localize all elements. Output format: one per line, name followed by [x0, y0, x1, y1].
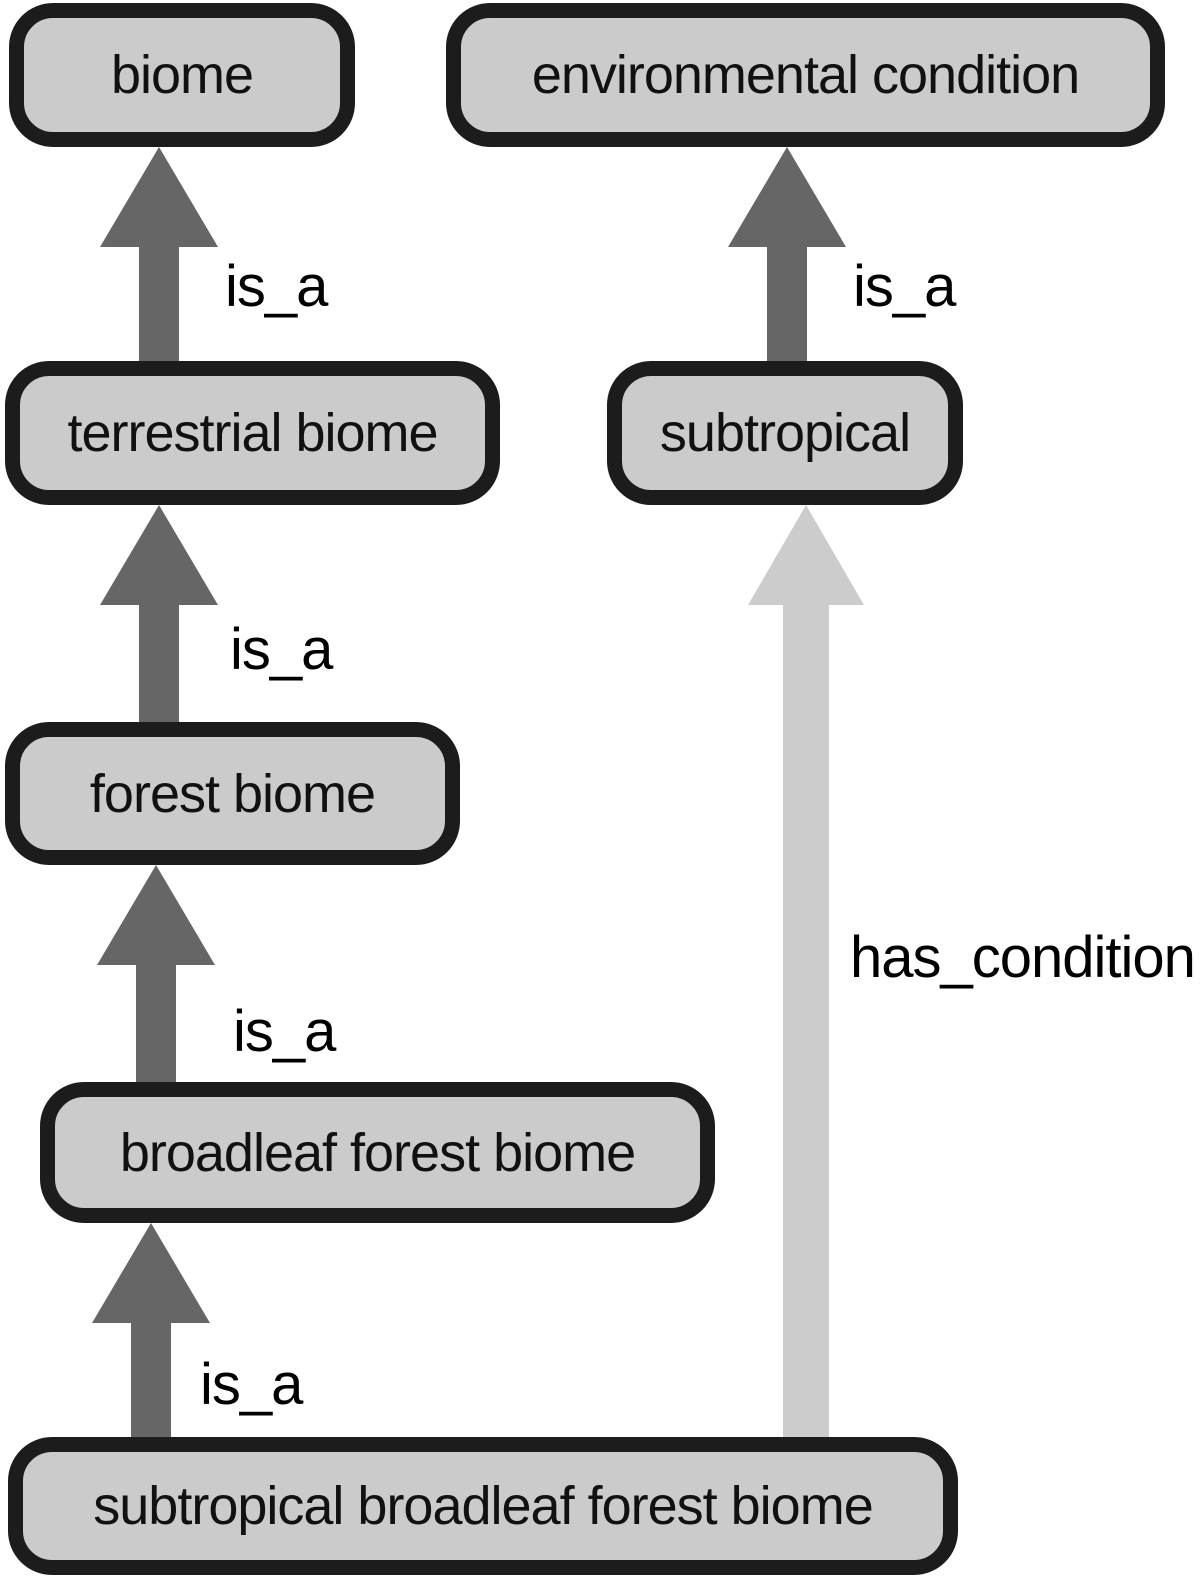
- node-environmental-condition: environmental condition: [446, 3, 1165, 147]
- arrow-up-icon: [100, 147, 218, 247]
- arrow-shaft: [767, 245, 807, 361]
- edge-label-is-a: is_a: [853, 254, 956, 319]
- edge-label-is-a: is_a: [225, 254, 328, 319]
- arrow-up-icon: [92, 1223, 210, 1323]
- edge-label-is-a: is_a: [200, 1352, 303, 1417]
- arrow-shaft: [783, 603, 829, 1437]
- node-broadleaf-forest-biome: broadleaf forest biome: [40, 1082, 715, 1223]
- arrow-up-icon: [97, 865, 215, 965]
- arrow-up-icon: [100, 505, 218, 605]
- arrow-shaft: [139, 603, 179, 722]
- node-subtropical-broadleaf-forest-biome: subtropical broadleaf forest biome: [8, 1437, 958, 1575]
- edge-label-is-a: is_a: [233, 999, 336, 1064]
- arrow-up-icon: [728, 147, 846, 247]
- edge-label-is-a: is_a: [230, 617, 333, 682]
- node-forest-biome: forest biome: [5, 722, 460, 865]
- edge-label-has-condition: has_condition: [850, 925, 1196, 990]
- arrow-shaft: [131, 1321, 171, 1437]
- node-terrestrial-biome: terrestrial biome: [5, 361, 500, 505]
- node-subtropical: subtropical: [607, 361, 963, 505]
- arrow-shaft: [139, 245, 179, 361]
- node-biome: biome: [9, 3, 355, 147]
- arrow-up-icon: [748, 505, 864, 605]
- arrow-shaft: [136, 963, 176, 1082]
